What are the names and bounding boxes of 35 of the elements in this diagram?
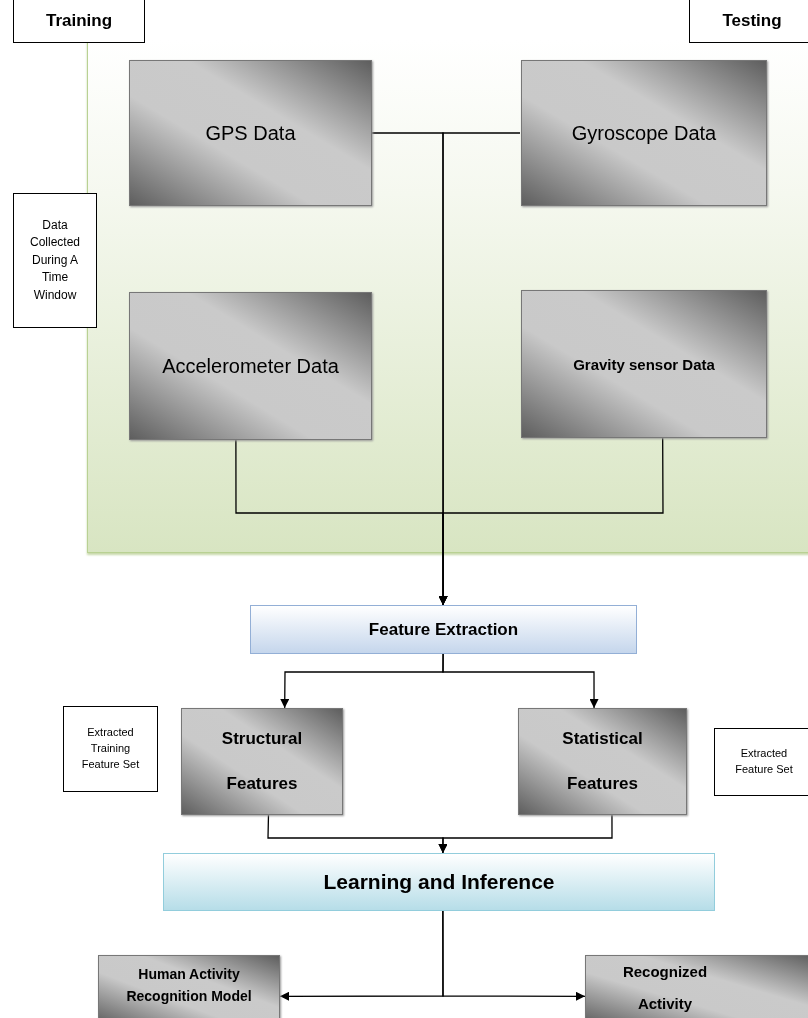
- node-label: Extracted Feature Set: [734, 746, 794, 777]
- tab-label: [689, 0, 808, 43]
- process-box: [129, 292, 372, 440]
- process-box: [521, 60, 767, 206]
- node-label: Extracted Training Feature Set: [80, 725, 141, 772]
- node-label: Training: [45, 11, 113, 31]
- process-box: [181, 708, 343, 815]
- node-label: Data Collected During A Time Window: [29, 217, 81, 304]
- background-panel: [87, 40, 808, 553]
- note-box: [63, 706, 158, 792]
- note-box: [714, 728, 808, 796]
- arrow: [442, 653, 599, 709]
- node-label: Statistical Features: [561, 728, 644, 795]
- note-box: [13, 193, 97, 328]
- process-box: [521, 290, 767, 438]
- process-box: [518, 708, 687, 815]
- node-label: GPS Data: [205, 121, 296, 145]
- tab-label: [13, 0, 145, 43]
- process-box: [585, 955, 808, 1018]
- node-label: Gyroscope Data: [571, 121, 717, 145]
- arrow: [438, 814, 613, 854]
- node-label: Learning and Inference: [323, 870, 555, 894]
- process-box: [98, 955, 280, 1018]
- node-label: Structural Features: [220, 728, 304, 795]
- arrow: [438, 437, 664, 606]
- node-label: Gravity sensor Data: [573, 355, 715, 373]
- process-box: [250, 605, 637, 654]
- node-label: Accelerometer Data: [162, 354, 339, 378]
- node-label: Human Activity Recognition Model: [125, 965, 253, 1006]
- node-label: Feature Extraction: [368, 619, 519, 640]
- process-box: [129, 60, 372, 206]
- arrow: [442, 910, 586, 1001]
- process-box: [163, 853, 715, 911]
- node-label: Testing: [722, 11, 782, 31]
- node-label: Recognized Activity: [621, 962, 709, 1014]
